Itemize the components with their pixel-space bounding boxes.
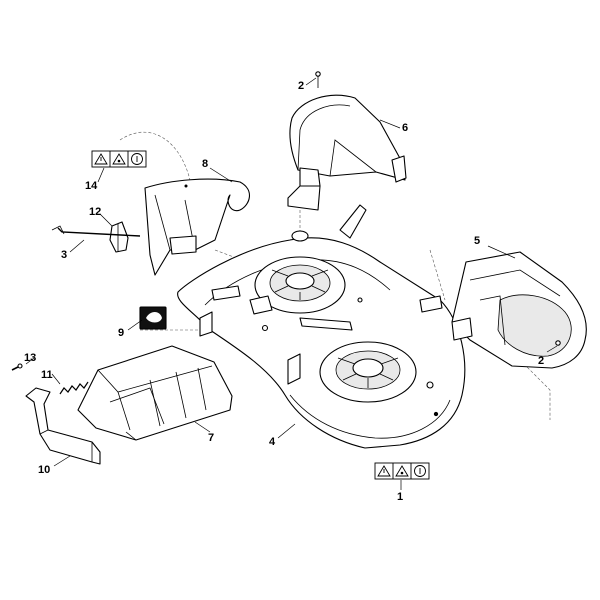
deflector-bracket	[25, 387, 101, 465]
callout-8: 8	[202, 158, 208, 170]
read-manual-icon	[131, 153, 143, 165]
blade-warning-decal	[139, 306, 167, 330]
callout-2-right: 2	[538, 355, 544, 367]
callout-5: 5	[474, 235, 480, 247]
safety-decal-bottom	[374, 462, 430, 480]
callout-12: 12	[89, 206, 101, 218]
callout-14: 14	[85, 180, 98, 192]
side-cover	[451, 251, 587, 369]
belt-cover	[287, 71, 407, 211]
screw	[11, 363, 23, 371]
mulching-plug	[77, 345, 233, 441]
callout-6: 6	[402, 122, 408, 134]
callout-7: 7	[208, 432, 214, 444]
read-manual-icon	[414, 465, 426, 477]
warning-triangle-icon	[377, 465, 391, 477]
callout-1: 1	[397, 491, 403, 503]
deck-housing	[177, 204, 466, 449]
callout-3: 3	[61, 249, 67, 261]
hinge-rod	[51, 225, 141, 237]
callout-labels: 1 2 2 3 4 5 6 7 8 9 10 11 12 13 14	[24, 80, 544, 503]
callout-13: 13	[24, 352, 36, 364]
discharge-chute	[144, 178, 250, 276]
tension-spring	[59, 381, 89, 395]
warning-triangle-icon	[395, 465, 409, 477]
safety-decal-top	[91, 150, 147, 168]
latch-bracket	[109, 221, 129, 253]
callout-9: 9	[118, 327, 124, 339]
callout-2-top: 2	[298, 80, 304, 92]
callout-10: 10	[38, 464, 50, 476]
leader-lines	[25, 77, 558, 490]
warning-triangle-icon	[112, 153, 126, 165]
callout-4: 4	[269, 436, 276, 448]
warning-triangle-icon	[94, 153, 108, 165]
callout-11: 11	[41, 369, 53, 381]
